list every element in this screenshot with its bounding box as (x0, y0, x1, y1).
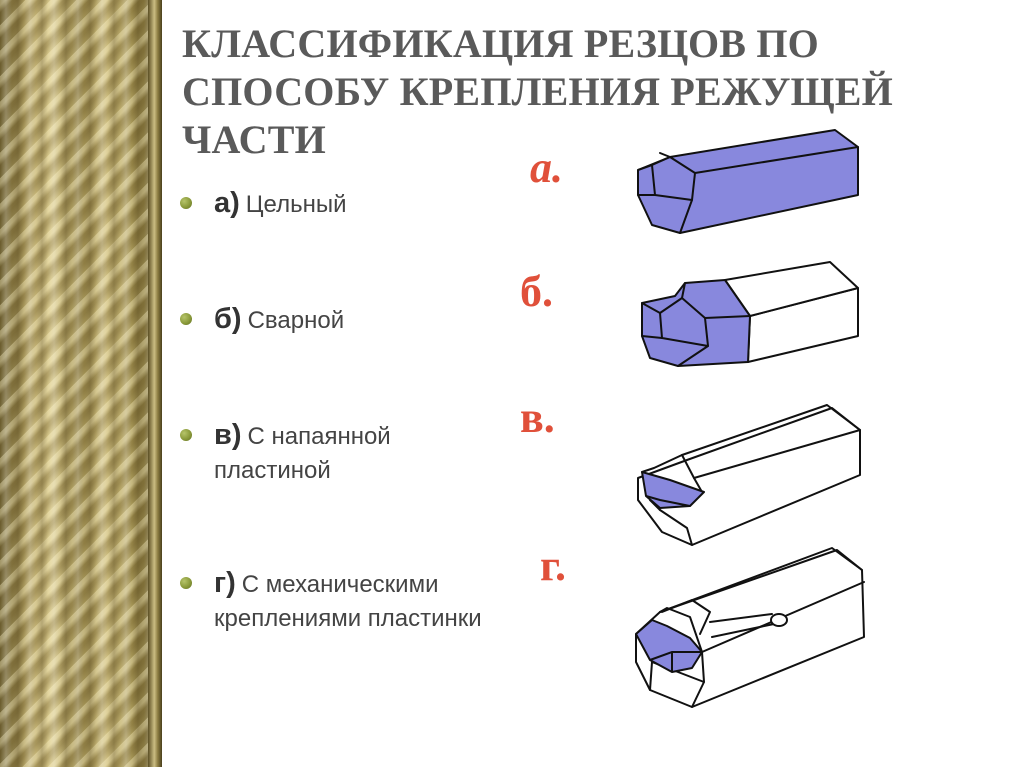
item-text: С напаянной пластиной (214, 423, 391, 484)
figure-label-g: г. (540, 541, 567, 590)
item-letter: в) (214, 419, 242, 451)
cutting-tool-mechanical-clamp-drawing (635, 547, 865, 708)
figure-label-v: в. (520, 393, 555, 442)
slide-title: КЛАССИФИКАЦИЯ РЕЗЦОВ ПО СПОСОБУ КРЕПЛЕНИ… (182, 21, 893, 162)
item-text: С механическими креплениями пластинки (214, 571, 482, 632)
item-letter: г) (214, 567, 236, 599)
bullet-icon (180, 313, 192, 325)
item-text: Сварной (247, 307, 345, 334)
item-letter: б) (214, 303, 242, 335)
item-letter: а) (214, 187, 240, 219)
cutting-tool-welded-drawing (641, 261, 859, 367)
clamp-screw-icon (770, 613, 788, 627)
figure-label-a: а. (530, 143, 563, 192)
bullet-icon (180, 429, 192, 441)
classification-list: а)Цельный б)Сварной в)С напаянной пласти… (176, 0, 576, 767)
decorative-column-edge (148, 0, 162, 767)
cutting-tool-brazed-drawing (637, 404, 861, 546)
figure-label-b: б. (520, 267, 553, 316)
item-text: Цельный (245, 191, 347, 218)
bullet-icon (180, 577, 192, 589)
cutting-tool-solid-drawing (637, 129, 859, 234)
bullet-icon (180, 197, 192, 209)
decorative-column (0, 0, 160, 767)
